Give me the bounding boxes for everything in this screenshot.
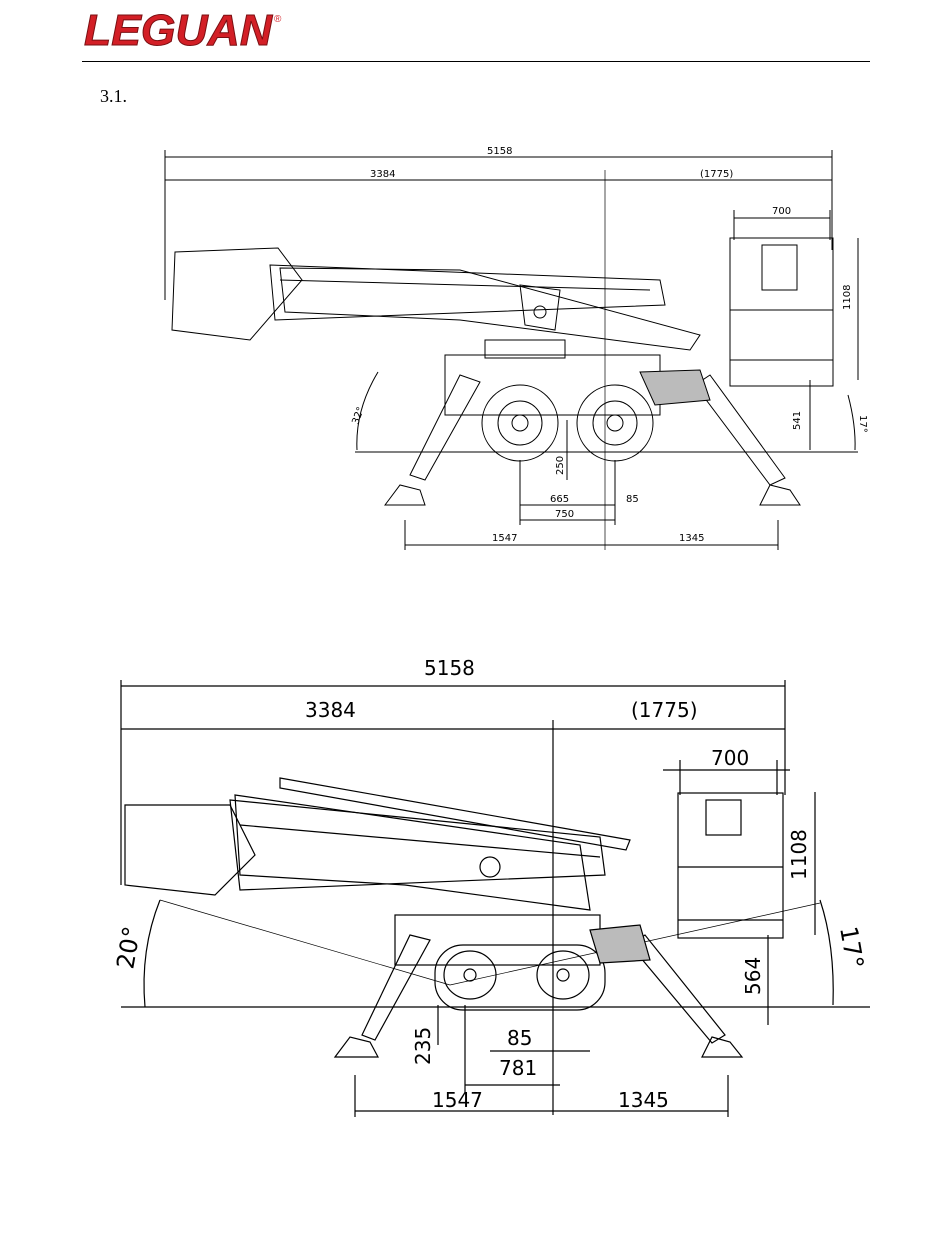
dim-overall-length: 5158	[424, 656, 475, 680]
dim-overall-length: 5158	[487, 146, 512, 157]
dim-track-length: 781	[499, 1056, 537, 1080]
dim-boom-angle: 20°	[111, 924, 146, 971]
dim-platform-width: 700	[772, 206, 791, 217]
dim-boom-length: 3384	[305, 698, 356, 722]
dim-platform-width: 700	[711, 746, 749, 770]
dim-center-offset: 85	[626, 494, 639, 505]
dim-platform-floor-height: 541	[792, 411, 803, 430]
dim-wheelbase: 750	[555, 509, 574, 520]
dim-ground-clearance: 235	[411, 1027, 435, 1065]
dim-platform-height: 1108	[842, 285, 853, 310]
dim-rear-angle: 17°	[834, 924, 869, 971]
header-rule	[82, 61, 870, 62]
dim-axle-offset: 665	[550, 494, 569, 505]
drawing-wheeled-chassis: 5158 3384 (1775) 700 1108 541 32° 17° 25…	[0, 140, 950, 560]
dim-ground-clearance: 250	[555, 456, 566, 475]
drawing-tracked-chassis: 5158 3384 (1775) 700 1108 564 20° 17° 23…	[0, 645, 950, 1125]
logo-text: LEGUAN	[84, 10, 273, 50]
section-number: 3.1.	[100, 86, 127, 107]
dim-rear-outrigger-reach: 1345	[679, 533, 704, 544]
dim-front-outrigger-reach: 1547	[492, 533, 517, 544]
dim-platform-overhang: (1775)	[700, 169, 733, 180]
dim-platform-floor-height: 564	[741, 957, 765, 995]
dim-boom-length: 3384	[370, 169, 395, 180]
dim-center-offset: 85	[507, 1026, 532, 1050]
dim-front-outrigger-reach: 1547	[432, 1088, 483, 1112]
dim-boom-angle: 32°	[350, 406, 366, 426]
dim-platform-overhang: (1775)	[631, 698, 698, 722]
dim-platform-height: 1108	[787, 829, 811, 880]
logo-registered-mark: ®	[274, 14, 282, 25]
dim-rear-outrigger-reach: 1345	[618, 1088, 669, 1112]
leguan-logo: LEGUAN ®	[84, 10, 284, 50]
dim-rear-angle: 17°	[857, 415, 868, 433]
